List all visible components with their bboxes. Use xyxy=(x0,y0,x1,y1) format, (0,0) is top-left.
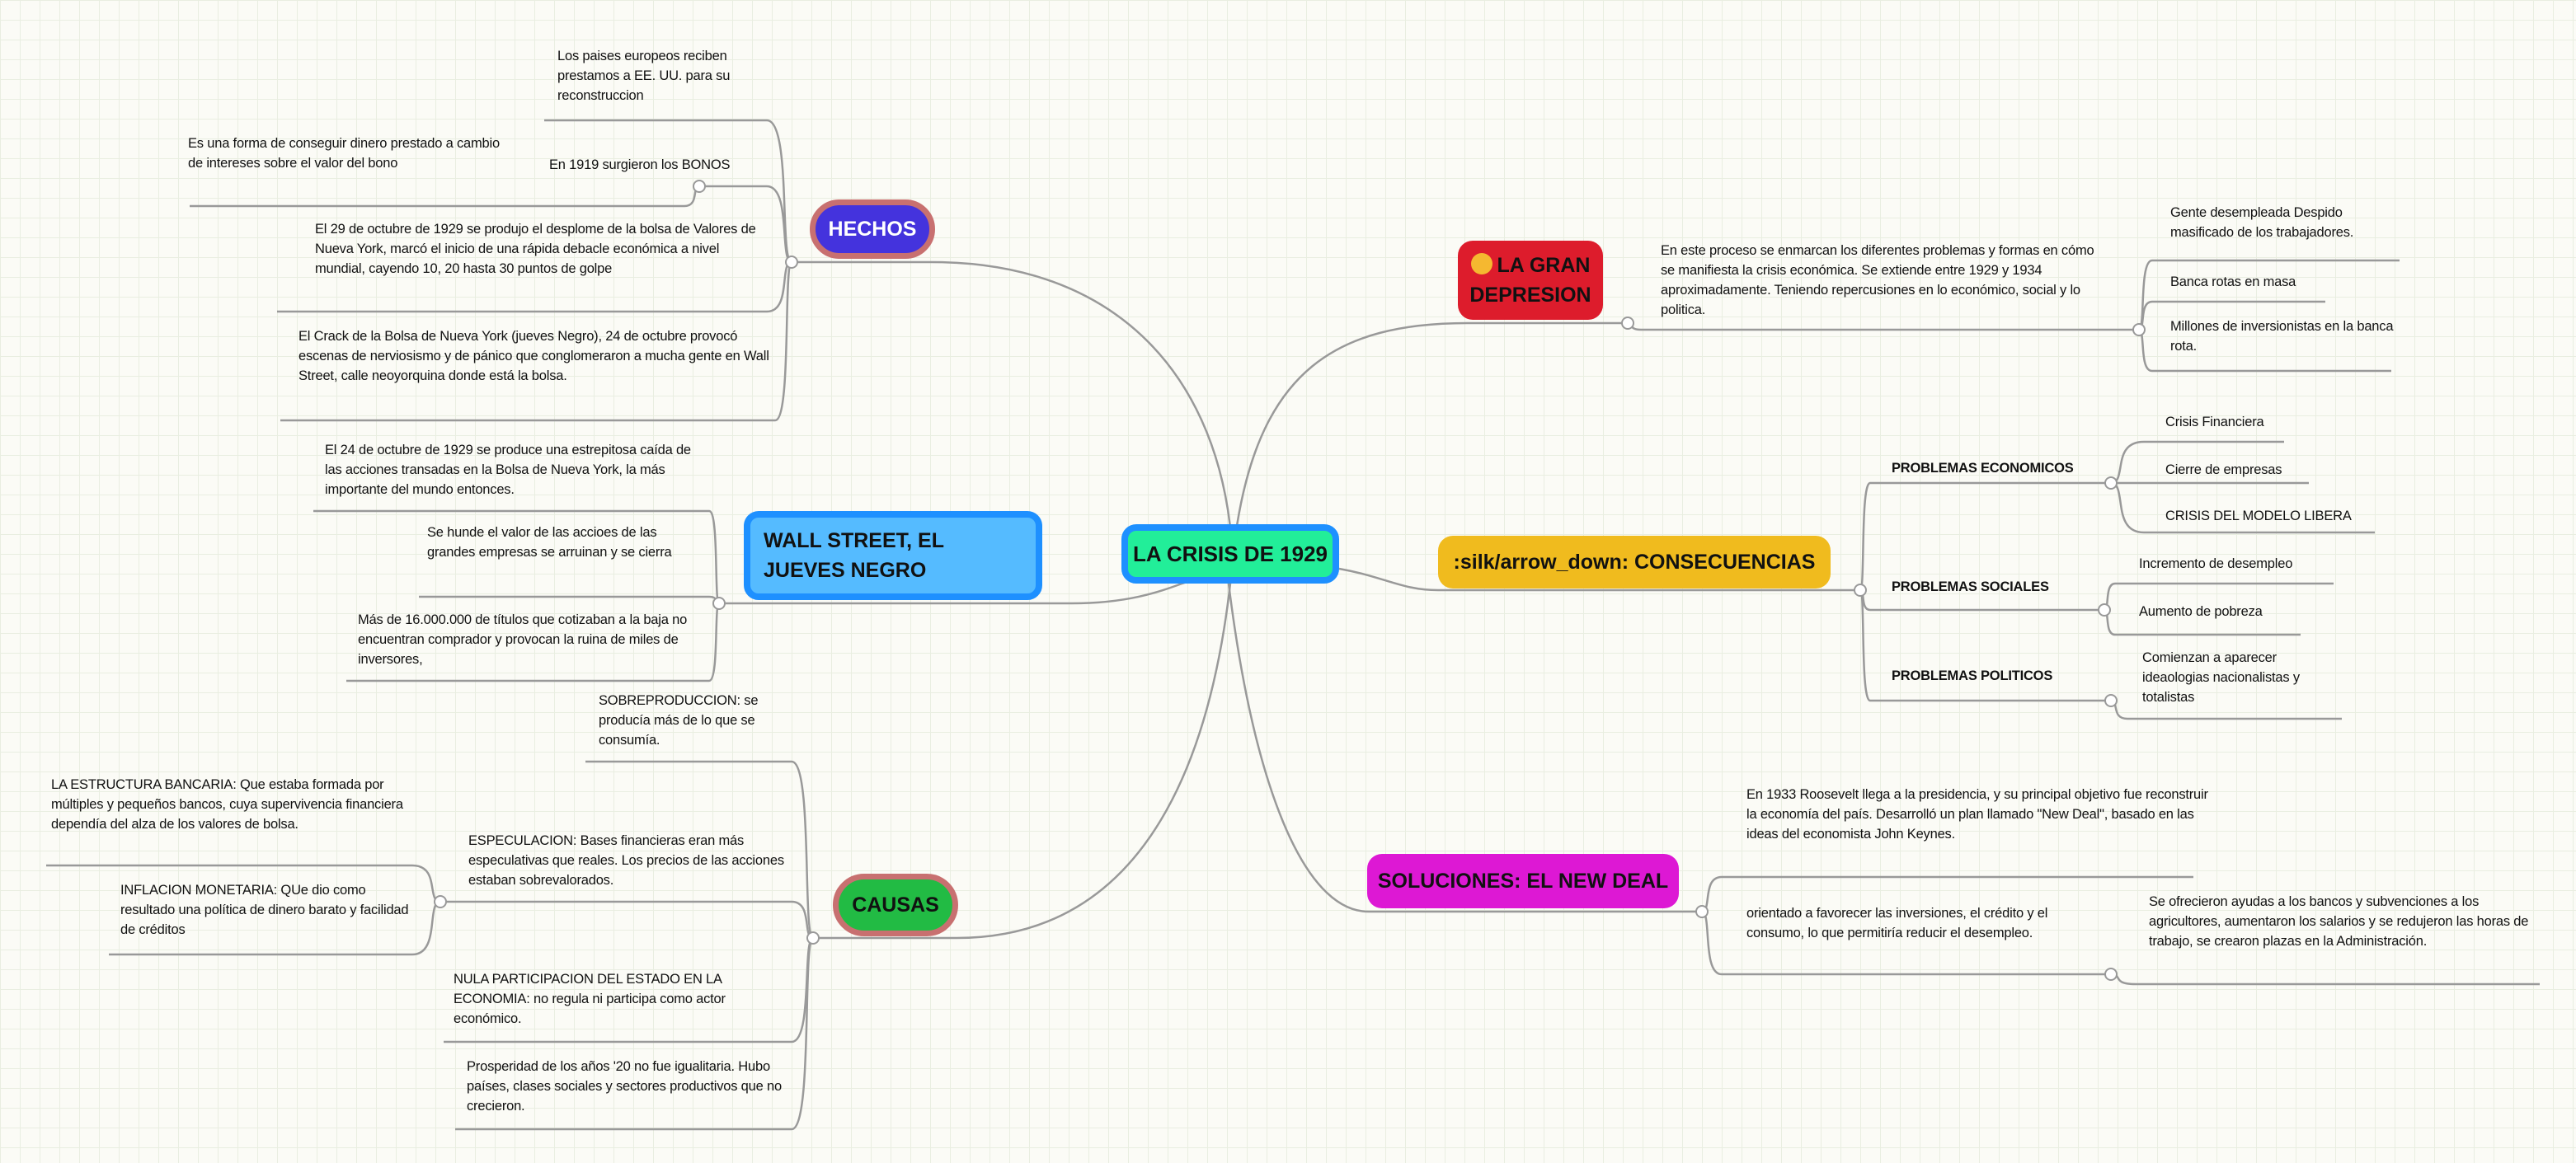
topic-label: CAUSAS xyxy=(852,893,939,917)
collapse-toggle[interactable] xyxy=(2104,476,2118,490)
subtopic[interactable]: Crisis Financiera xyxy=(2165,415,2264,429)
collapse-toggle[interactable] xyxy=(806,931,820,945)
connector-line xyxy=(1859,481,2111,592)
subtopic[interactable]: Se ofrecieron ayudas a los bancos y subv… xyxy=(2149,894,2529,949)
topic-label: HECHOS xyxy=(828,218,917,241)
connector-line xyxy=(1627,321,2139,331)
collapse-toggle[interactable] xyxy=(2104,694,2118,707)
central-topic[interactable]: LA CRISIS DE 1929 xyxy=(1121,524,1339,584)
connector-line xyxy=(2110,973,2540,986)
topic-label: LA GRAN DEPRESION xyxy=(1469,254,1591,307)
topic-label: WALL STREET, EL JUEVES NEGRO xyxy=(764,529,944,582)
subtopic[interactable]: CRISIS DEL MODELO LIBERA xyxy=(2165,509,2352,523)
subtopic[interactable]: Banca rotas en masa xyxy=(2170,274,2296,289)
connector-line xyxy=(440,900,814,940)
subtopic[interactable]: Se hunde el valor de las accioes de las … xyxy=(427,525,672,560)
topic-wall-street[interactable]: WALL STREET, EL JUEVES NEGRO xyxy=(744,511,1042,600)
subtopic[interactable]: El 24 de octubre de 1929 se produce una … xyxy=(325,443,691,497)
collapse-toggle[interactable] xyxy=(2098,603,2111,617)
subtopic[interactable]: En 1919 surgieron los BONOS xyxy=(549,157,731,172)
topic-soluciones[interactable]: SOLUCIONES: EL NEW DEAL xyxy=(1367,854,1679,908)
topic-gran-depresion[interactable]: LA GRAN DEPRESION xyxy=(1458,241,1603,320)
connector-line xyxy=(1227,583,1702,913)
collapse-toggle[interactable] xyxy=(785,256,798,269)
subtopic[interactable]: El Crack de la Bolsa de Nueva York (juev… xyxy=(298,329,769,383)
subtopic[interactable]: Los paises europeos reciben prestamos a … xyxy=(557,49,731,103)
topic-label: SOLUCIONES: EL NEW DEAL xyxy=(1377,870,1669,893)
collapse-toggle[interactable] xyxy=(1695,905,1709,918)
collapse-toggle[interactable] xyxy=(1854,584,1867,597)
subtopic[interactable]: Millones de inversionistas en la banca r… xyxy=(2170,319,2394,354)
collapse-toggle[interactable] xyxy=(434,895,447,908)
subtopic[interactable]: En 1933 Roosevelt llega a la presidencia… xyxy=(1746,787,2208,842)
connector-line xyxy=(585,760,815,940)
subtopic[interactable]: Es una forma de conseguir dinero prestad… xyxy=(188,136,500,171)
collapse-toggle[interactable] xyxy=(693,180,706,193)
connector-line xyxy=(280,260,793,422)
connector-line xyxy=(190,185,700,208)
subtopic[interactable]: El 29 de octubre de 1929 se produjo el d… xyxy=(315,222,756,276)
topic-causas[interactable]: CAUSAS xyxy=(833,874,958,936)
collapse-toggle[interactable] xyxy=(2132,323,2146,336)
connector-line xyxy=(813,583,1232,940)
connector-line xyxy=(792,260,1232,528)
subtopic[interactable]: ESPECULACION: Bases financieras eran más… xyxy=(468,833,784,888)
subtopic-problemas-sociales[interactable]: PROBLEMAS SOCIALES xyxy=(1892,579,2049,594)
collapse-toggle[interactable] xyxy=(1621,317,1634,330)
topic-label: :silk/arrow_down: CONSECUENCIAS xyxy=(1453,551,1816,574)
subtopic[interactable]: Gente desempleada Despido masificado de … xyxy=(2170,205,2354,240)
subtopic[interactable]: Más de 16.000.000 de títulos que cotizab… xyxy=(358,612,688,667)
subtopic[interactable]: Incremento de desempleo xyxy=(2139,556,2293,571)
connector-line xyxy=(455,936,815,1131)
topic-label-wrap: LA GRAN DEPRESION xyxy=(1458,251,1603,310)
subtopic-problemas-politicos[interactable]: PROBLEMAS POLITICOS xyxy=(1892,668,2053,683)
collapse-toggle[interactable] xyxy=(712,597,726,610)
sad-face-icon xyxy=(1470,253,1492,275)
collapse-toggle[interactable] xyxy=(2104,968,2118,981)
subtopic-problemas-economicos[interactable]: PROBLEMAS ECONOMICOS xyxy=(1892,461,2074,476)
subtopic[interactable]: SOBREPRODUCCION: se producía más de lo q… xyxy=(599,693,759,748)
subtopic[interactable]: En este proceso se enmarcan los diferent… xyxy=(1661,243,2094,317)
topic-consecuencias[interactable]: :silk/arrow_down: CONSECUENCIAS xyxy=(1438,536,1831,589)
connector-line xyxy=(1338,567,1860,592)
connector-line xyxy=(1235,321,1628,527)
subtopic[interactable]: Prosperidad de los años '20 no fue igual… xyxy=(467,1059,782,1114)
subtopic[interactable]: Aumento de pobreza xyxy=(2139,604,2263,619)
subtopic[interactable]: Cierre de empresas xyxy=(2165,462,2282,477)
subtopic[interactable]: NULA PARTICIPACION DEL ESTADO EN LA ECON… xyxy=(454,972,726,1026)
connector-line xyxy=(419,595,720,605)
subtopic[interactable]: orientado a favorecer las inversiones, e… xyxy=(1746,906,2048,940)
topic-hechos[interactable]: HECHOS xyxy=(810,199,935,259)
subtopic[interactable]: INFLACION MONETARIA: QUe dio como result… xyxy=(120,883,409,937)
subtopic[interactable]: LA ESTRUCTURA BANCARIA: Que estaba forma… xyxy=(51,777,403,832)
subtopic[interactable]: Comienzan a aparecer ideaologias naciona… xyxy=(2142,650,2300,705)
central-topic-label: LA CRISIS DE 1929 xyxy=(1132,542,1328,566)
